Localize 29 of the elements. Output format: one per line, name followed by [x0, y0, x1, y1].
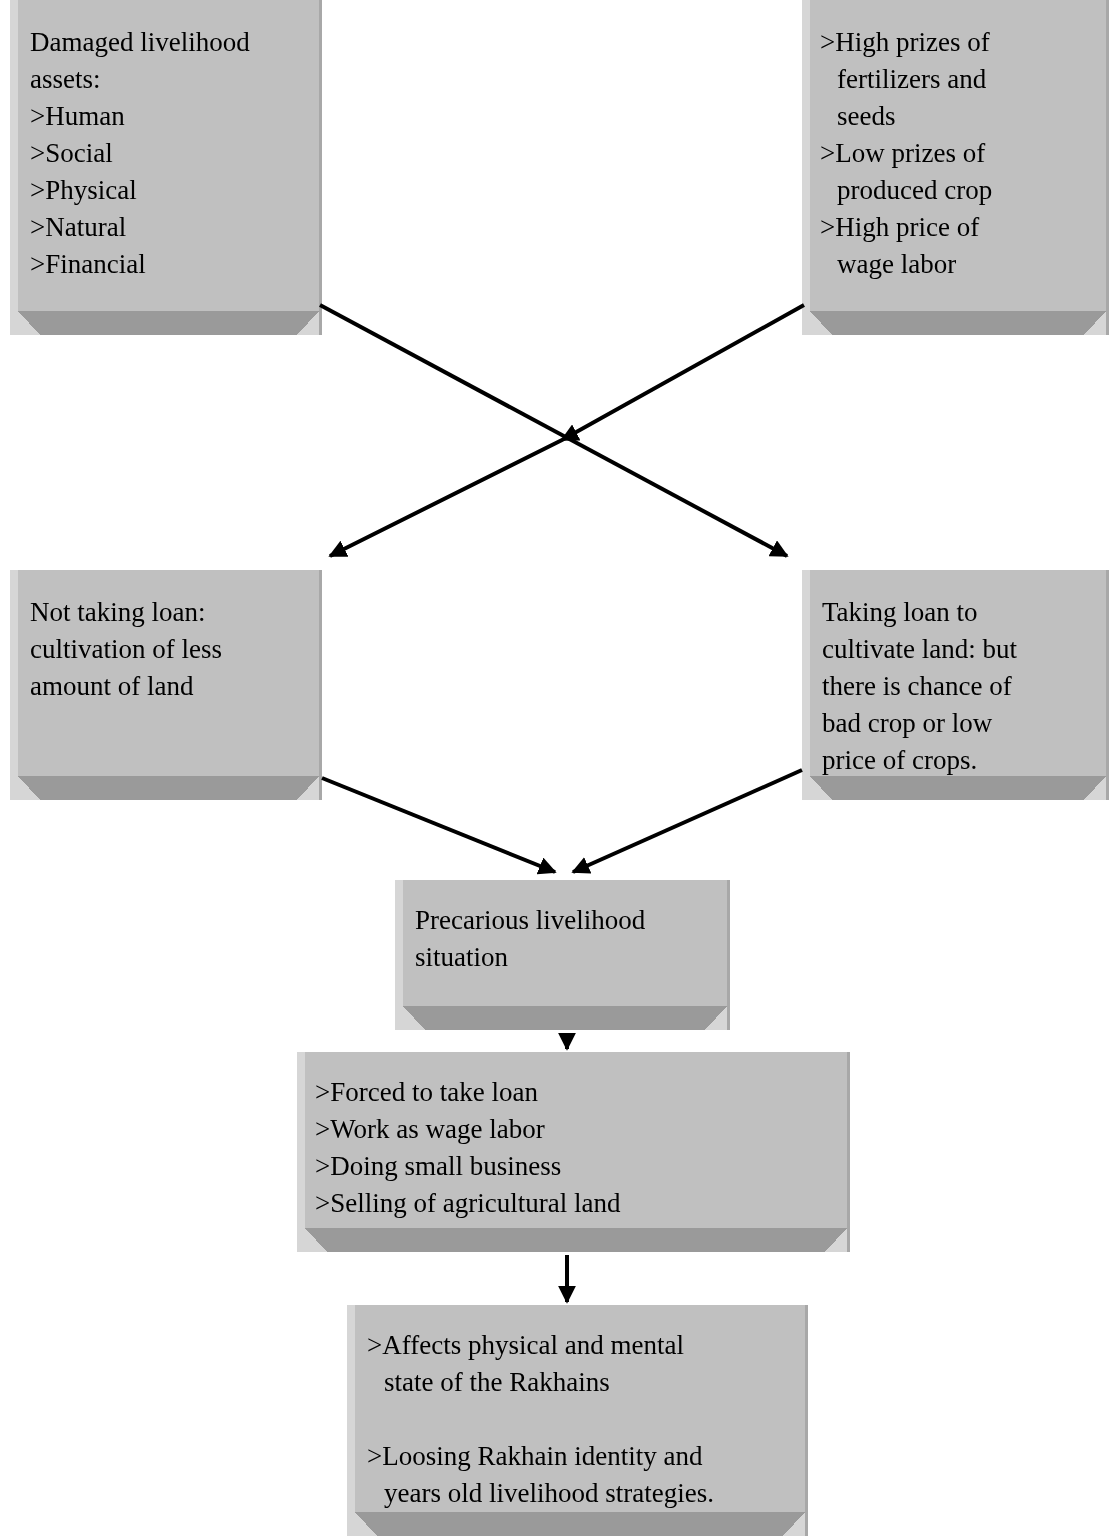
bevel-box: [802, 0, 1109, 335]
box-text: >Selling of agricultural land: [315, 1187, 622, 1220]
arrow: [321, 776, 557, 875]
box-text: >Loosing Rakhain identity and years old livelihood strategies.: [367, 1440, 715, 1510]
box-text: >Financial: [30, 248, 147, 281]
bevel-box: [802, 570, 1109, 800]
box-text: >Low prizes of produced crop: [820, 137, 994, 207]
bevel-box: [10, 570, 322, 800]
box-text: >Doing small business: [315, 1150, 563, 1183]
arrow: [558, 1255, 576, 1304]
bevel-box: [347, 1305, 808, 1536]
box-text: >High prizes of fertilizers and seeds: [820, 26, 991, 133]
box-heading: Damaged livelihood assets:: [30, 26, 251, 96]
box-text: >Affects physical and mental state of the Rakhains: [367, 1329, 685, 1399]
box-text: Precarious livelihood situation: [415, 904, 647, 974]
bevel-box: [10, 0, 322, 335]
box-text: >Human: [30, 100, 126, 133]
box-text: >High price of wage labor: [820, 211, 981, 281]
arrow: [558, 1032, 576, 1051]
box-text: >Natural: [30, 211, 128, 244]
box-text: >Work as wage labor: [315, 1113, 546, 1146]
box-text: >Social: [30, 137, 114, 170]
bevel-box: [395, 880, 730, 1030]
arrow: [571, 768, 803, 874]
box-text: Taking loan to cultivate land: but there is chance of bad crop or low price of crops.: [822, 596, 1018, 777]
bevel-box: [297, 1052, 850, 1252]
box-text: Not taking loan: cultivation of less amount of land: [30, 596, 223, 703]
box-text: >Physical: [30, 174, 138, 207]
box-text: >Forced to take loan: [315, 1076, 539, 1109]
